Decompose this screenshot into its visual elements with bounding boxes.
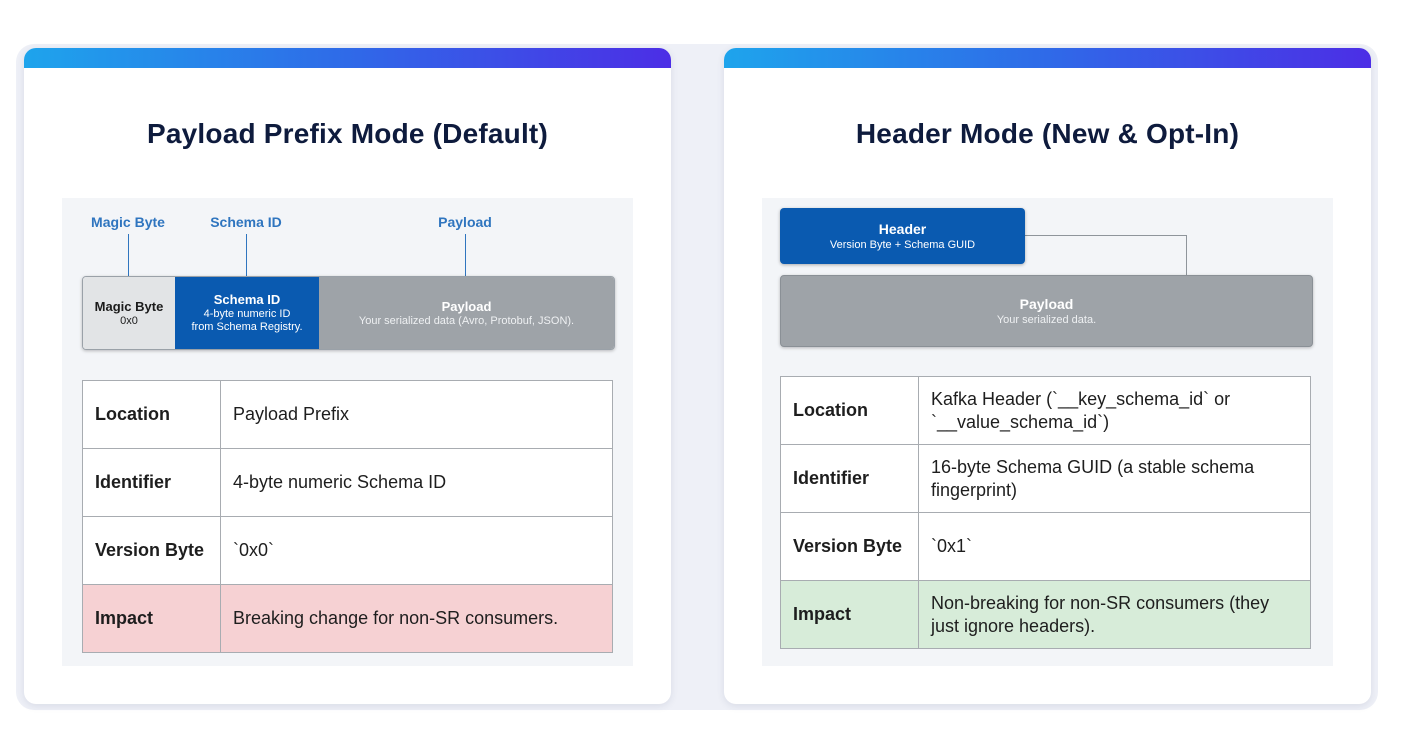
- card-title: Header Mode (New & Opt-In): [855, 118, 1240, 149]
- row-value: Kafka Header (`__key_schema_id` or `__va…: [918, 376, 1311, 445]
- card-title: Payload Prefix Mode (Default): [147, 118, 548, 149]
- payload-label: Payload: [438, 214, 492, 230]
- header-box: Header Version Byte + Schema GUID: [780, 208, 1025, 264]
- row-value: 4-byte numeric Schema ID: [220, 448, 613, 517]
- payload-leader-line: [465, 234, 466, 276]
- impact-row: Impact Non-breaking for non-SR consumers…: [780, 580, 1311, 649]
- row-key: Location: [82, 380, 221, 449]
- payload-prefix-card: Payload Prefix Mode (Default) Magic Byte…: [24, 48, 671, 704]
- payload-prefix-diagram: Magic Byte Schema ID Payload Magic Byte …: [62, 198, 633, 666]
- row-value: Non-breaking for non-SR consumers (they …: [918, 580, 1311, 649]
- segment-subtitle: 4-byte numeric ID: [203, 308, 291, 320]
- box-subtitle: Version Byte + Schema GUID: [829, 238, 976, 251]
- header-mode-table: Location Kafka Header (`__key_schema_id`…: [780, 376, 1311, 649]
- schema-id-leader-line: [246, 234, 247, 276]
- table-row: Version Byte `0x1`: [780, 512, 1311, 581]
- schema-id-label: Schema ID: [210, 214, 282, 230]
- header-mode-diagram: Header Version Byte + Schema GUID Payloa…: [762, 198, 1333, 666]
- table-row: Location Payload Prefix: [82, 380, 613, 449]
- box-subtitle: Your serialized data.: [996, 313, 1097, 326]
- box-title: Header: [878, 220, 927, 237]
- row-key: Impact: [780, 580, 919, 649]
- row-key: Identifier: [780, 444, 919, 513]
- segment-title: Schema ID: [213, 292, 281, 307]
- table-row: Location Kafka Header (`__key_schema_id`…: [780, 376, 1311, 445]
- segment-subtitle: from Schema Registry.: [191, 321, 303, 333]
- card-accent-bar: [724, 48, 1371, 68]
- box-title: Payload: [1019, 295, 1074, 312]
- row-key: Identifier: [82, 448, 221, 517]
- row-value: `0x1`: [918, 512, 1311, 581]
- header-mode-card: Header Mode (New & Opt-In) Header Versio…: [724, 48, 1371, 704]
- magic-byte-label: Magic Byte: [91, 214, 165, 230]
- row-key: Location: [780, 376, 919, 445]
- segment-subtitle: Your serialized data (Avro, Protobuf, JS…: [358, 314, 575, 327]
- row-value: Payload Prefix: [220, 380, 613, 449]
- row-key: Version Byte: [780, 512, 919, 581]
- schema-id-segment: Schema ID 4-byte numeric ID from Schema …: [175, 277, 319, 349]
- impact-row: Impact Breaking change for non-SR consum…: [82, 584, 613, 653]
- payload-segment: Payload Your serialized data (Avro, Prot…: [319, 277, 614, 349]
- segment-title: Magic Byte: [94, 298, 164, 314]
- row-key: Version Byte: [82, 516, 221, 585]
- payload-box: Payload Your serialized data.: [780, 275, 1313, 347]
- table-row: Version Byte `0x0`: [82, 516, 613, 585]
- table-row: Identifier 4-byte numeric Schema ID: [82, 448, 613, 517]
- card-accent-bar: [24, 48, 671, 68]
- magic-byte-segment: Magic Byte 0x0: [83, 277, 175, 349]
- magic-byte-leader-line: [128, 234, 129, 276]
- row-value: 16-byte Schema GUID (a stable schema fin…: [918, 444, 1311, 513]
- row-key: Impact: [82, 584, 221, 653]
- payload-prefix-table: Location Payload Prefix Identifier 4-byt…: [82, 380, 613, 653]
- message-byte-layout: Magic Byte 0x0 Schema ID 4-byte numeric …: [82, 276, 615, 350]
- header-connector-line: [1025, 235, 1187, 276]
- row-value: Breaking change for non-SR consumers.: [220, 584, 613, 653]
- segment-title: Payload: [441, 298, 492, 314]
- segment-subtitle: 0x0: [120, 314, 138, 327]
- row-value: `0x0`: [220, 516, 613, 585]
- table-row: Identifier 16-byte Schema GUID (a stable…: [780, 444, 1311, 513]
